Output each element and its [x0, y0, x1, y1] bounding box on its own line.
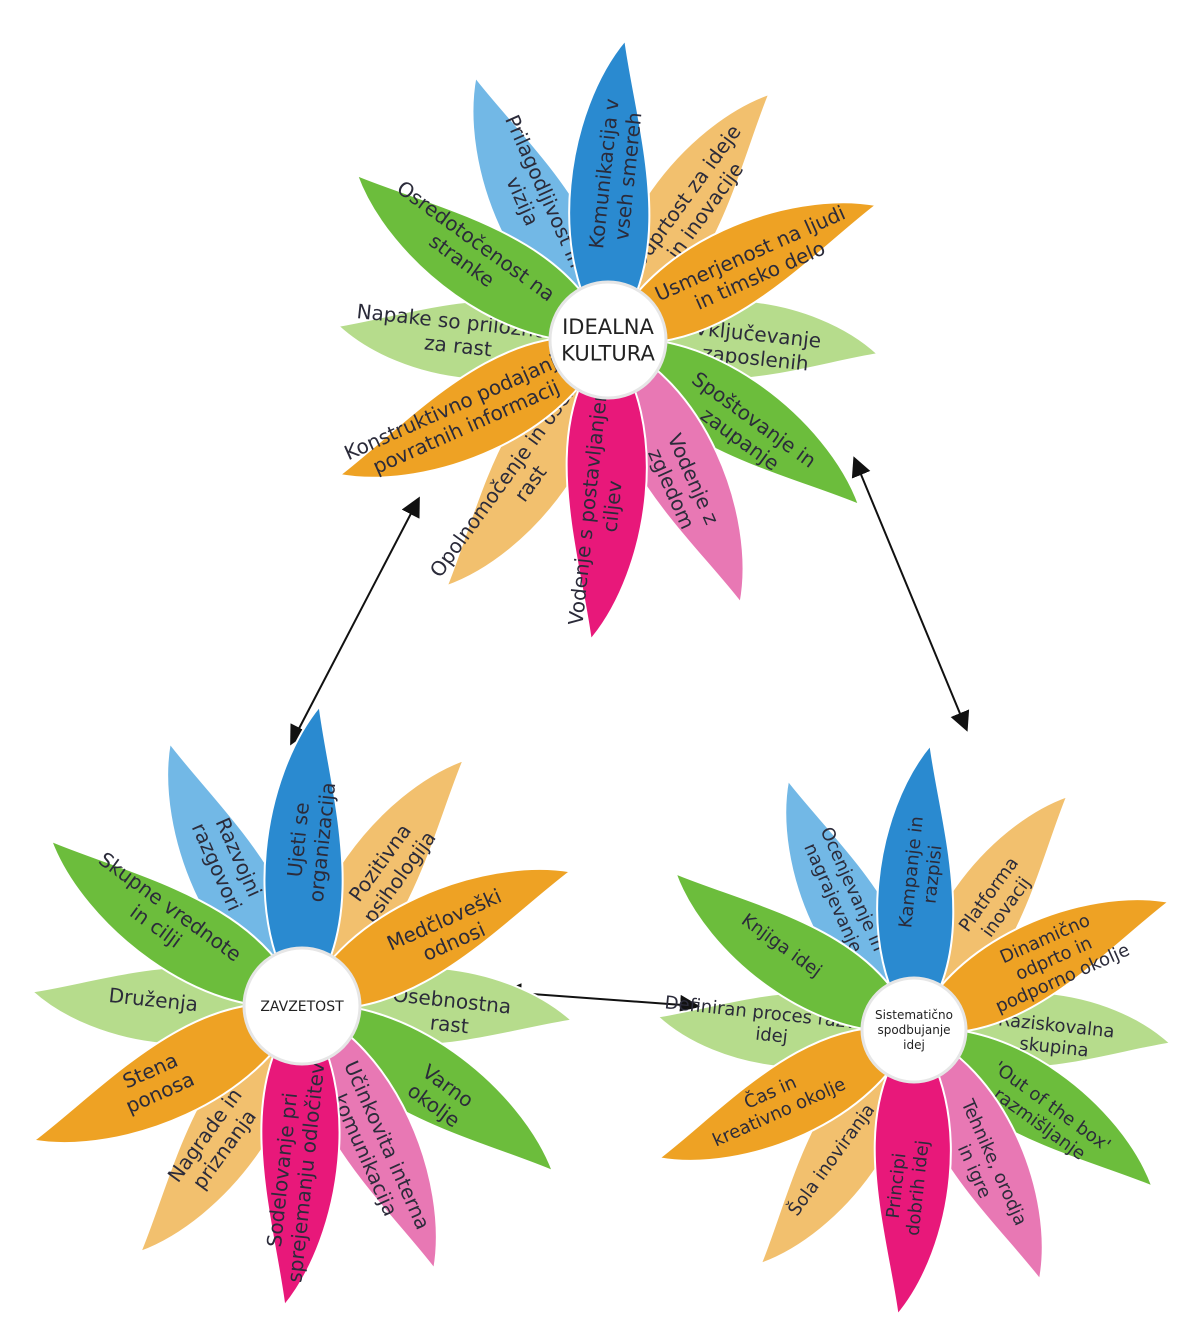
zavzetost-petal-7: Sodelovanje prisprejemanju odločitev [260, 1004, 341, 1309]
sistematicno-center-line-3: idej [903, 1038, 925, 1052]
zavzetost-petal-4-line-2: rast [429, 1010, 470, 1038]
idealna-petal-7-line-2: ciljev [597, 479, 626, 533]
zavzetost-center-line-1: ZAVZETOST [260, 999, 344, 1015]
sistematicno-petal-1: Kampanje inrazpisi [876, 742, 955, 1032]
sistematicno-petal-3: Dinamičnoodprto inpodporno okolje [912, 898, 1172, 1034]
flower-idealna-kultura: Odprtost za idejein inovacijeVključevanj… [335, 37, 881, 643]
flower-sistematicno-spodbujanje-idej: PlatformainovacijRaziskovalnaskupinaŠola… [655, 742, 1173, 1318]
idealna-petal-7: Vodenje s postavljanjemciljev [564, 338, 648, 643]
flower-zavzetost: PozitivnapsihologijaOsebnostnarastNagrad… [29, 703, 575, 1309]
idealna-petal-shape-3 [606, 201, 879, 345]
sistematicno-petal-shape-3 [912, 898, 1172, 1034]
connectors [290, 456, 970, 1015]
sistematicno-petal-7: Principidobrih idej [873, 1028, 952, 1318]
zavzetost-center-circle [242, 946, 362, 1066]
zavzetost-petal-9: Stenaponosa [31, 1002, 304, 1145]
zavzetost-petal-shape-3 [300, 867, 573, 1010]
zavzetost-center-label: ZAVZETOST [260, 999, 344, 1015]
sistematicno-center-circle [860, 976, 968, 1084]
idealna-center-circle [548, 280, 668, 400]
arrow-idealna-zavzetost [290, 496, 420, 746]
zavzetost-petal-shape-7 [260, 1004, 341, 1309]
idealna-petal-shape-9 [337, 335, 610, 479]
idealna-petal-shape-11 [355, 173, 610, 343]
idealna-petal-shape-1 [568, 37, 651, 342]
idealna-petal-shape-7 [565, 338, 648, 643]
arrow-idealna-sistematicno [851, 456, 970, 732]
zavzetost-petal-shape-1 [263, 703, 344, 1008]
zavzetost-petal-1: Ujeti seorganizacija [263, 703, 344, 1008]
zavzetost-petal-shape-9 [31, 1002, 304, 1145]
sistematicno-center-line-2: spodbujanje [877, 1023, 950, 1037]
sistematicno-petal-10-line-2: idej [754, 1024, 789, 1048]
zavzetost-petal-shape-11 [49, 839, 304, 1009]
sistematicno-center-line-1: Sistematično [875, 1008, 953, 1022]
idealna-petal-1: Komunikacija vvseh smereh [568, 37, 651, 342]
idealna-center-line-1: IDEALNA [562, 315, 654, 339]
sistematicno-petal-shape-1 [876, 742, 955, 1032]
zavzetost-petal-3: Medčloveškiodnosi [300, 867, 573, 1010]
idealna-center-line-2: KULTURA [561, 341, 655, 365]
arrow-zavzetost-sistematicno [501, 983, 700, 1015]
sistematicno-petal-shape-11 [673, 871, 916, 1033]
sistematicno-petal-shape-9 [656, 1026, 916, 1162]
sistematicno-petal-shape-7 [873, 1028, 952, 1318]
